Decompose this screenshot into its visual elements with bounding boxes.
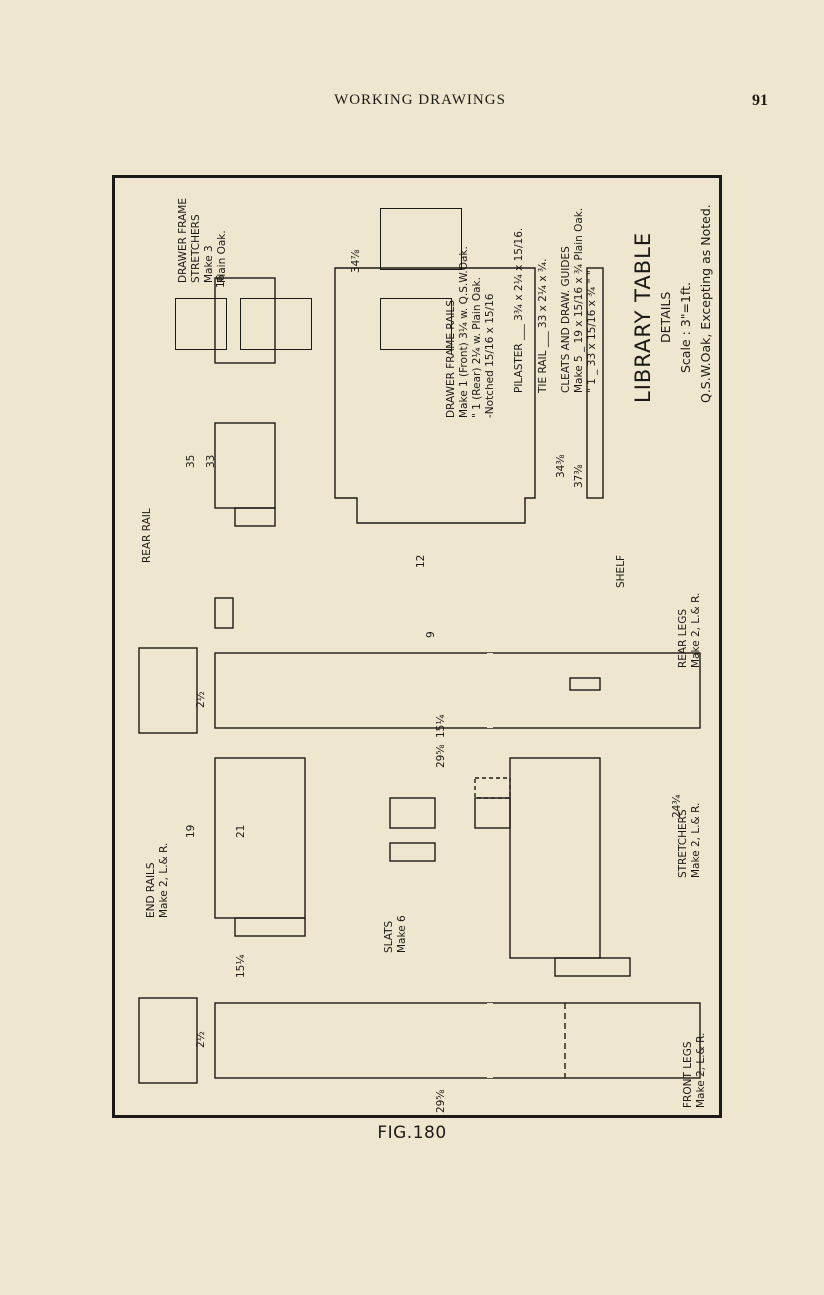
rear-leg-main: [214, 652, 701, 729]
running-title: WORKING DRAWINGS: [334, 92, 506, 108]
working-drawing: [138, 267, 701, 1084]
dim-shelf-notch: 9: [425, 631, 437, 638]
slat-c: [474, 797, 511, 829]
dim-front-leg-length: 29⅝: [435, 1089, 447, 1113]
slat-b: [389, 842, 436, 862]
dim-front-leg-mid: 15¼: [235, 954, 247, 978]
slat-a: [389, 797, 436, 829]
label-shelf: SHELF: [615, 554, 627, 588]
drawing-scale: Scale : 3"=1ft.: [678, 282, 693, 373]
page-number: 91: [752, 92, 768, 109]
dim-drawer-rail-length: 34⅞: [350, 249, 362, 273]
dim-rear-rail-inner: 33: [205, 454, 217, 468]
drawing-plate: 29⅝ 2½ 15¼ 21 19 24¾ 35 33 34⅜ 37⅜ 12 9 …: [112, 175, 722, 1118]
shelf: [334, 267, 536, 524]
page-header: WORKING DRAWINGS 91: [0, 92, 824, 112]
front-leg-end: [138, 997, 198, 1084]
figure-caption: FIG.180: [377, 1123, 447, 1143]
dim-rear-leg-mid: 15¼: [435, 714, 447, 738]
rear-leg-end: [138, 647, 198, 734]
drawing-subtitle: DETAILS: [658, 291, 673, 343]
dim-rear-leg-width: 2½: [195, 691, 207, 708]
slat-d: [474, 777, 511, 799]
label-rear-rail: REAR RAIL: [141, 508, 153, 563]
dim-end-rail-outer: 21: [235, 824, 247, 838]
drawer-stretcher-block-2: [240, 298, 312, 350]
drawer-rail-block: [380, 208, 462, 270]
dim-end-rail-inner: 19: [185, 824, 197, 838]
dim-rear-leg-length: 29⅝: [435, 744, 447, 768]
label-pilaster: PILASTER ___ 3¾ x 2¼ x 15/16.: [513, 227, 525, 393]
drawer-rail-notch: [380, 298, 452, 350]
rear-rail-b: [214, 277, 276, 364]
stretcher: [509, 757, 601, 959]
end-rail: [214, 757, 306, 919]
dim-shelf-depth: 12: [415, 554, 427, 568]
rear-rail-a: [214, 422, 276, 509]
shelf-edge: [586, 267, 604, 499]
drawing-title: LIBRARY TABLE: [631, 231, 655, 403]
dim-rear-rail-outer: 35: [185, 454, 197, 468]
drawer-stretcher-block-1: [175, 298, 227, 350]
dim-front-leg-width: 2½: [195, 1031, 207, 1048]
dim-shelf-outer: 37⅜: [573, 464, 585, 488]
dim-shelf-inner: 34⅜: [555, 454, 567, 478]
label-tie-rail: TIE RAIL ___ 33 x 2¼ x ¾.: [537, 258, 549, 393]
title-block: LIBRARY TABLE DETAILS Scale : 3"=1ft. Q.…: [630, 204, 716, 403]
drawing-material: Q.S.W.Oak, Excepting as Noted.: [698, 204, 713, 403]
front-leg-main: [214, 1002, 701, 1079]
